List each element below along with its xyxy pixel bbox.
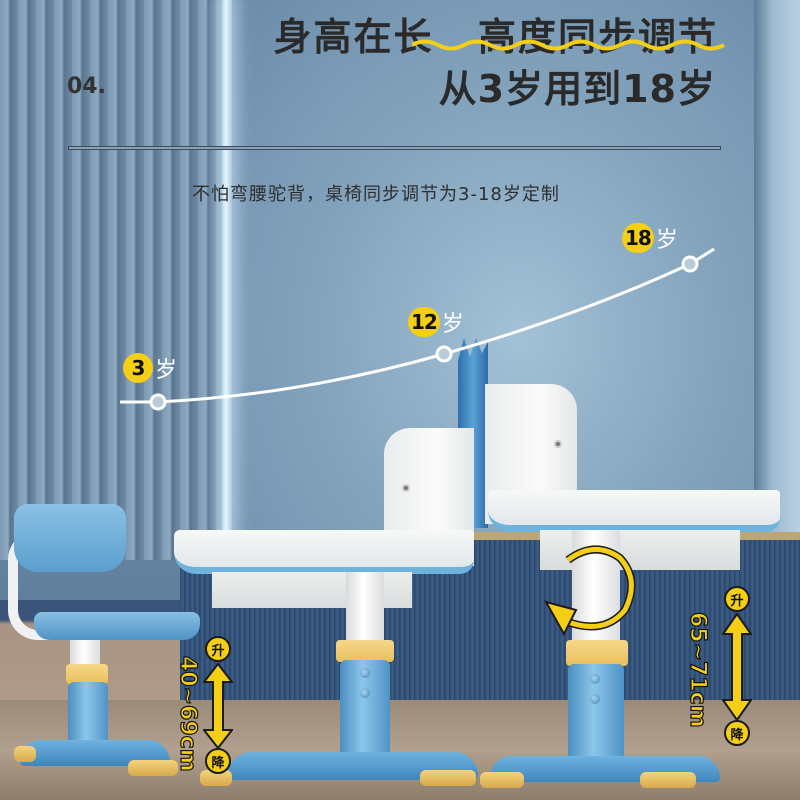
- divider-line: [68, 146, 721, 150]
- age-badge: 12: [408, 307, 440, 337]
- subheadline: 从3岁用到18岁: [438, 67, 716, 111]
- front-desk-leg: [340, 660, 390, 760]
- lower-label: 降: [205, 748, 231, 774]
- screw-icon: [554, 440, 562, 448]
- desk-height-range: 65~71cm: [684, 611, 710, 728]
- age-badge: 18: [622, 223, 654, 253]
- age-unit: 岁: [441, 312, 464, 337]
- age-label-3: 3 岁: [123, 352, 177, 384]
- bolt-icon: [590, 694, 600, 704]
- age-unit: 岁: [155, 358, 178, 383]
- bolt-icon: [360, 668, 370, 678]
- front-desk-collar: [336, 640, 394, 662]
- age-label-18: 18 岁: [622, 222, 678, 254]
- age-label-12: 12 岁: [408, 306, 464, 338]
- foot-cap: [200, 770, 232, 786]
- rear-desk-collar: [566, 640, 628, 666]
- raise-label: 升: [724, 586, 750, 612]
- rotate-crank-icon: [543, 545, 636, 637]
- bolt-icon: [360, 688, 370, 698]
- headline: 身高在长 高度同步调节: [274, 6, 719, 61]
- headline-part1: 身高在长: [273, 15, 434, 59]
- foot-cap: [128, 760, 178, 776]
- screw-icon: [402, 484, 410, 492]
- raise-label: 升: [205, 636, 231, 662]
- chair-back: [14, 504, 126, 572]
- age-unit: 岁: [655, 228, 678, 253]
- wavy-underline-icon: [412, 39, 725, 51]
- rear-desk-leg: [568, 664, 624, 764]
- chair-collar: [66, 664, 108, 684]
- front-desk-top: [174, 530, 474, 574]
- back-slats-trim: [180, 532, 800, 542]
- chair-height-range: 40~69cm: [174, 655, 200, 772]
- section-number: 04.: [67, 74, 106, 99]
- foot-cap: [480, 772, 524, 788]
- tagline: 不怕弯腰驼背，桌椅同步调节为3-18岁定制: [192, 184, 560, 205]
- up-down-arrow-icon: [722, 612, 752, 722]
- light-strip: [222, 0, 232, 560]
- foot-cap: [14, 746, 36, 762]
- up-down-arrow-icon: [203, 662, 233, 750]
- rear-desk-top: [488, 490, 780, 532]
- foot-cap: [640, 772, 696, 788]
- age-badge: 3: [123, 353, 153, 383]
- lower-label: 降: [724, 720, 750, 746]
- slat-wall-background: [0, 0, 225, 560]
- headline-part2: 高度同步调节: [477, 15, 718, 59]
- right-wall-background: [754, 0, 800, 560]
- bolt-icon: [590, 674, 600, 684]
- foot-cap: [420, 770, 476, 786]
- chair-seat: [34, 612, 200, 640]
